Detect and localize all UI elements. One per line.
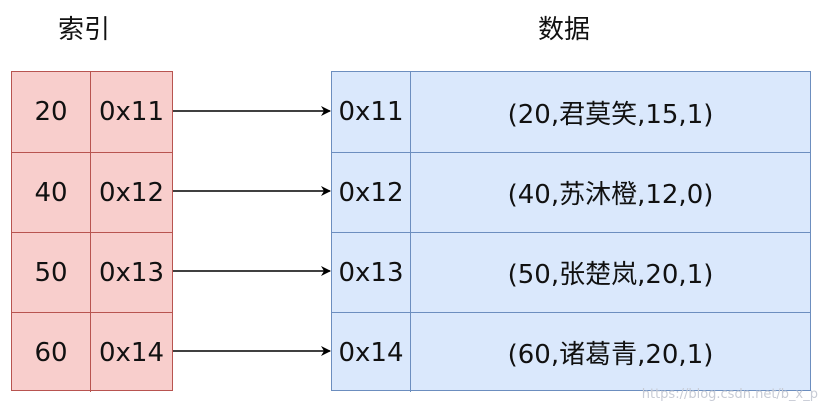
index-key-cell: 20 [12,72,91,152]
data-record-cell: (50,张楚岚,20,1) [507,260,714,290]
index-row: 40 0x12 [12,152,172,232]
index-row: 50 0x13 [12,232,172,312]
index-pointer-cell: 0x11 [98,97,164,127]
index-pointer-cell: 0x13 [98,257,164,288]
index-row: 60 0x14 [12,312,172,392]
data-record-cell: (60,诸葛青,20,1) [507,340,714,370]
data-record-cell: (40,苏沐橙,12,0) [507,180,714,210]
index-key-cell: 60 [12,313,91,392]
data-address-cell: 0x12 [332,153,411,232]
index-table: 20 0x11 40 0x12 50 0x13 60 0x14 [11,71,173,392]
data-row: 0x13 (50,张楚岚,20,1) [332,232,810,312]
watermark: https://blog.csdn.net/b_x_p [641,387,818,402]
data-row: 0x12 (40,苏沐橙,12,0) [332,152,810,232]
index-pointer-cell: 0x12 [98,177,164,208]
data-heading: 数据 [538,15,591,45]
data-address-cell: 0x11 [332,72,411,152]
data-row: 0x14 (60,诸葛青,20,1) [332,312,810,392]
index-pointer-cell: 0x14 [98,337,164,368]
index-heading: 索引 [58,15,111,45]
index-row: 20 0x11 [12,72,172,152]
data-address-cell: 0x13 [332,233,411,312]
data-address-cell: 0x14 [332,313,411,392]
data-row: 0x11 (20,君莫笑,15,1) [332,72,810,152]
data-table: 0x11 (20,君莫笑,15,1) 0x12 (40,苏沐橙,12,0) 0x… [331,71,811,392]
index-key-cell: 40 [12,153,91,232]
index-key-cell: 50 [12,233,91,312]
data-record-cell: (20,君莫笑,15,1) [507,99,714,130]
